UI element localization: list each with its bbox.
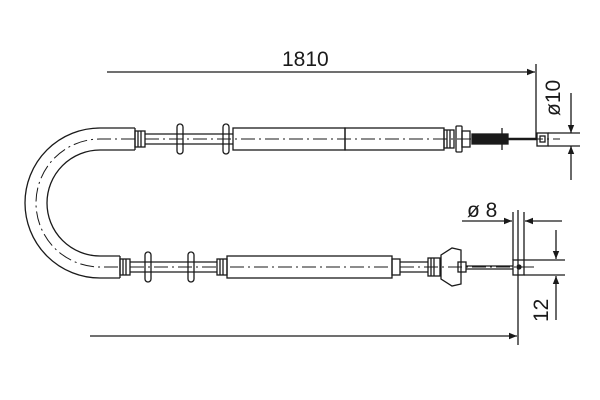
- width-12-dimension: [524, 230, 565, 320]
- length-label: 1810: [282, 48, 329, 71]
- top-cable: [134, 123, 560, 155]
- diameter-8-label: ø 8: [467, 199, 498, 222]
- bottom-cable: [119, 247, 535, 287]
- u-bend-conduit: [24, 127, 136, 279]
- length-dimension: [107, 64, 537, 140]
- bottom-dimension: [90, 210, 519, 345]
- diameter-8-dimension: [462, 212, 562, 260]
- diameter-10-dimension: [548, 93, 580, 180]
- diameter-10-label: ø10: [542, 79, 565, 116]
- width-12-label: 12: [530, 298, 553, 322]
